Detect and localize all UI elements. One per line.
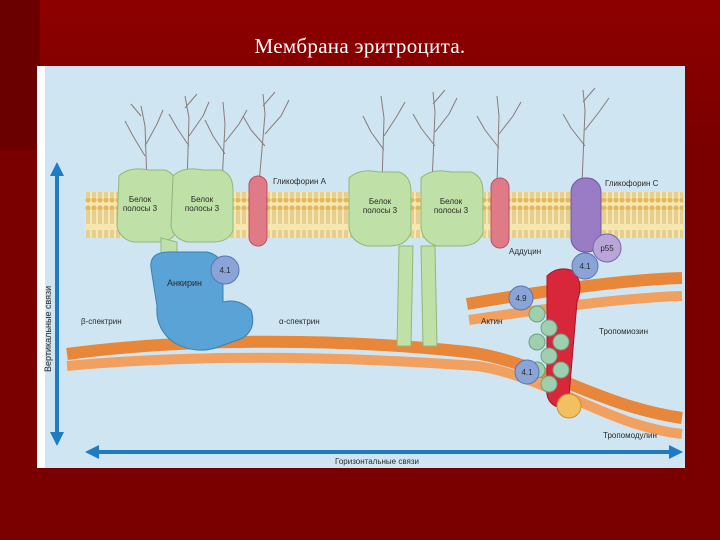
- protein-4-9: [508, 285, 534, 311]
- slide-title: Мембрана эритроцита.: [254, 34, 466, 58]
- label-tropomodulin: Тропомодулин: [603, 431, 657, 440]
- beta-spectrin-filament: [66, 352, 683, 439]
- background-shade: [0, 0, 40, 150]
- tropomodulin-protein: [556, 393, 582, 419]
- label-vertical-links: Вертикальные связи: [43, 286, 53, 372]
- vertical-arrow-up: [50, 162, 64, 176]
- label-p55: p55: [600, 244, 614, 253]
- p55-protein: [592, 233, 622, 263]
- glycophorin-c: [570, 177, 602, 253]
- label-adducin: Аддуцин: [509, 247, 541, 256]
- protein-4-1-lower: [514, 359, 540, 385]
- label-glycophorin-c: Гликофорин С: [605, 179, 659, 188]
- label-alpha-spectrin: α-спектрин: [279, 317, 320, 326]
- vertical-arrow-down: [50, 432, 64, 446]
- protein-4-1-upper: [210, 255, 240, 285]
- label-actin: Актин: [481, 317, 502, 326]
- label-4-1-junction: 4.1: [579, 262, 591, 271]
- band3-protein-right: [348, 170, 484, 347]
- label-tropomyosin: Тропомиозин: [599, 327, 648, 336]
- label-glycophorin-a: Гликофорин А: [273, 177, 327, 186]
- glycan-chains: [124, 87, 610, 185]
- label-beta-spectrin: β-спектрин: [81, 317, 122, 326]
- glycophorin-a-right: [490, 177, 510, 249]
- horizontal-arrow-left: [85, 445, 99, 459]
- label-4-1-lower: 4.1: [521, 368, 533, 377]
- label-ankyrin: Анкирин: [167, 278, 202, 288]
- actin-filament: [528, 305, 570, 393]
- label-horizontal-links: Горизонтальные связи: [335, 457, 419, 466]
- glycophorin-a-left: [248, 175, 268, 247]
- label-4-1-upper: 4.1: [219, 266, 231, 275]
- protein-4-1-junction: [571, 252, 599, 280]
- alpha-spectrin-filament: [66, 335, 683, 424]
- label-4-9: 4.9: [515, 294, 527, 303]
- horizontal-arrow-right: [669, 445, 683, 459]
- ankyrin-protein: [150, 251, 254, 351]
